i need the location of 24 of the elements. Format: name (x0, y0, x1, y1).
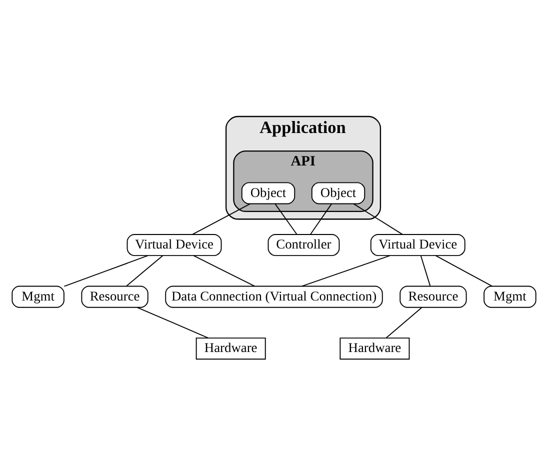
node-box: Resource (81, 285, 148, 308)
node-box: Resource (400, 285, 467, 308)
node-box: Virtual Device (370, 234, 466, 256)
connector (435, 254, 492, 286)
node-box: Hardware (196, 337, 266, 360)
connector (64, 254, 148, 286)
connector (310, 202, 332, 234)
connector (301, 254, 391, 286)
connector (353, 202, 403, 234)
node-box: Virtual Device (126, 234, 222, 256)
connector (274, 202, 298, 234)
node-box: Controller (268, 234, 340, 256)
connector (193, 254, 255, 286)
node-box: Object (241, 182, 296, 204)
connector (386, 306, 422, 338)
connector (126, 254, 164, 286)
connector (420, 254, 431, 286)
node-box: Mgmt (484, 285, 536, 308)
node-box: Hardware (340, 337, 410, 360)
node-box: Data Connection (Virtual Connection) (165, 285, 383, 308)
connector (136, 306, 209, 338)
connector (192, 202, 251, 234)
node-box: Object (311, 182, 366, 204)
node-box: Mgmt (12, 285, 64, 308)
